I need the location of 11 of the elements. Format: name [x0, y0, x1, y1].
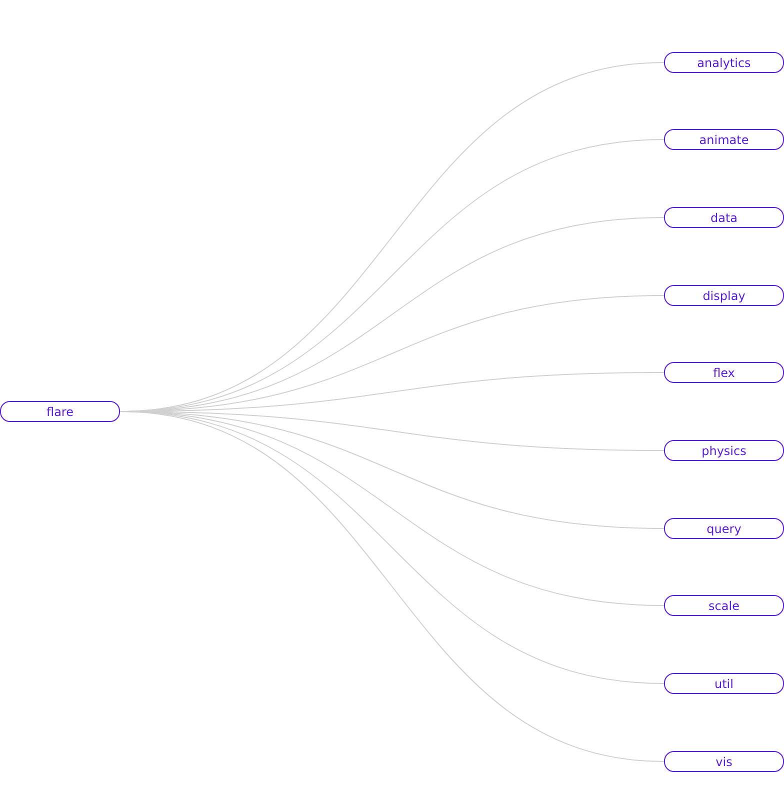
- node-pill: vis: [664, 751, 784, 772]
- node-pill: data: [664, 207, 784, 228]
- node-pill: flex: [664, 362, 784, 383]
- node-pill: physics: [664, 440, 784, 461]
- node-pill: display: [664, 285, 784, 306]
- node-pill: scale: [664, 595, 784, 616]
- node-pill: util: [664, 673, 784, 694]
- node-pill: flare: [0, 401, 120, 422]
- node-pill: analytics: [664, 52, 784, 73]
- node-pill: animate: [664, 129, 784, 150]
- node-pill: query: [664, 518, 784, 539]
